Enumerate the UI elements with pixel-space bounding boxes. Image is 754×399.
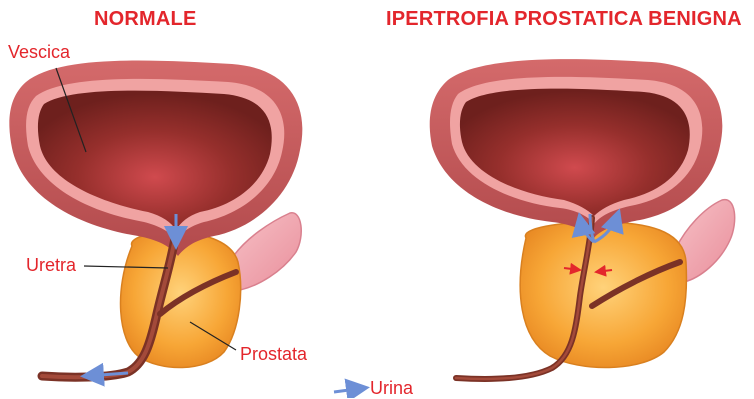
urine-legend-arrow-icon <box>334 388 364 392</box>
prostate-bph <box>520 222 686 368</box>
title-bph: IPERTROFIA PROSTATICA BENIGNA <box>386 8 742 31</box>
label-urethra: Uretra <box>26 255 76 276</box>
title-normal: NORMALE <box>94 8 197 31</box>
normal-illustration <box>9 61 302 378</box>
label-urine: Urina <box>370 378 413 399</box>
label-bladder: Vescica <box>8 42 70 63</box>
bph-illustration <box>430 59 735 379</box>
label-prostate: Prostata <box>240 344 307 365</box>
